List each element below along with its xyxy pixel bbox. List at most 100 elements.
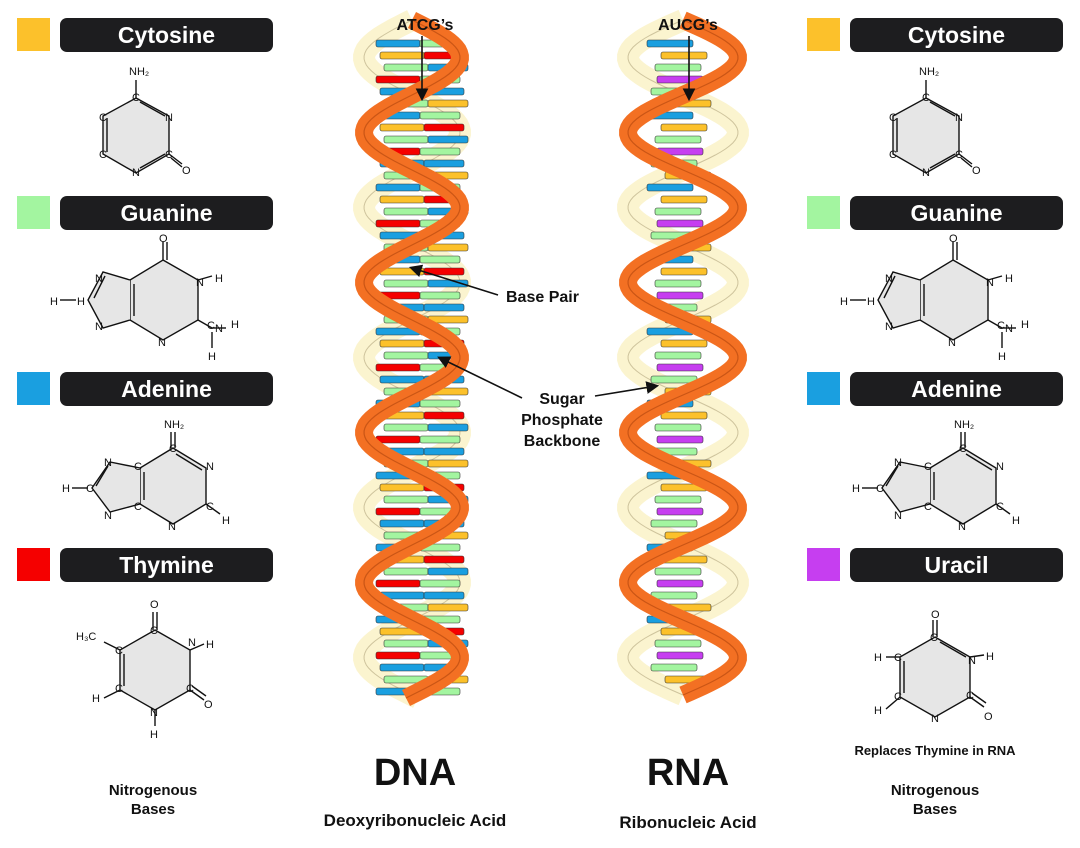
base-pair-arrow (408, 264, 499, 296)
rna-base (656, 507, 704, 516)
dna-base-pair-right (427, 603, 469, 612)
cytosine-label: Cytosine (60, 18, 273, 52)
svg-text:N: N (104, 510, 112, 522)
svg-text:C: C (207, 320, 215, 332)
dna-base-pair-left (383, 135, 429, 144)
svg-text:N: N (95, 321, 103, 333)
rna-base (646, 39, 694, 48)
rna-base (656, 291, 704, 300)
svg-text:N: N (95, 273, 103, 285)
svg-text:C: C (889, 112, 897, 124)
svg-text:H: H (874, 652, 882, 664)
dna-base-pair-left (375, 363, 421, 372)
dna-base-pair-left (375, 75, 421, 84)
svg-text:H: H (208, 351, 216, 363)
svg-text:N: N (958, 521, 966, 533)
dna-base-pair-right (423, 159, 465, 168)
rna-base (656, 579, 704, 588)
svg-text:H: H (62, 483, 70, 495)
dna-base-pair-left (375, 219, 421, 228)
dna-base-pair-right (427, 135, 469, 144)
rna-base (654, 63, 702, 72)
svg-text:C: C (894, 652, 902, 664)
dna-subtitle: Deoxyribonucleic Acid (323, 811, 507, 830)
svg-text:C: C (922, 92, 930, 104)
svg-text:NH₂: NH₂ (919, 66, 939, 78)
svg-text:H: H (222, 515, 230, 527)
guanine-swatch (17, 196, 50, 229)
svg-text:C: C (99, 112, 107, 124)
dna-base-pair-left (383, 495, 429, 504)
dna-base-pair-left (383, 207, 429, 216)
svg-text:O: O (931, 609, 940, 621)
rna-base (656, 219, 704, 228)
svg-text:H: H (986, 651, 994, 663)
left-footer: Nitrogenous Bases (88, 781, 218, 819)
dna-base-pair-right (419, 255, 461, 264)
dna-base-pair-right (419, 579, 461, 588)
dna-top-label: ATCG’s (397, 17, 454, 34)
rna-back-strand (617, 9, 749, 706)
svg-text:C: C (150, 625, 158, 637)
adenine-atoms: NH₂ C N C H N C C N N C H (62, 419, 230, 533)
dna-base-pair-left (379, 375, 425, 384)
svg-text:C: C (924, 461, 932, 473)
rna-base (654, 495, 702, 504)
dna-title: DNA (373, 752, 457, 794)
rna-base (654, 639, 702, 648)
cytosine-swatch (17, 18, 50, 51)
dna-base-pair-right (419, 435, 461, 444)
rna-base (660, 339, 708, 348)
backbone-arrow-dna (437, 356, 523, 399)
dna-base-pair-left (379, 663, 425, 672)
svg-text:C: C (134, 501, 142, 513)
dna-base-pair-right (423, 303, 465, 312)
adenine-swatch (17, 372, 50, 405)
svg-text:H: H (852, 483, 860, 495)
svg-text:NH₂: NH₂ (954, 419, 974, 431)
right-footer: Nitrogenous Bases (870, 781, 1000, 819)
dna-helix (353, 10, 471, 708)
svg-text:C: C (165, 149, 173, 161)
rna-base (654, 279, 702, 288)
svg-text:C: C (99, 149, 107, 161)
dna-base-pair-left (383, 351, 429, 360)
guanine-right-atoms: O N H C N H H N N N H H (840, 233, 1029, 363)
dna-base-pair-left (379, 483, 425, 492)
dna-base-pair-right (423, 555, 465, 564)
svg-text:C: C (955, 149, 963, 161)
svg-text:N: N (955, 112, 963, 124)
svg-text:C: C (930, 632, 938, 644)
backbone-arrow-rna (594, 381, 660, 397)
backbone-label-2: Phosphate (521, 412, 603, 429)
dna-base-pair-right (427, 99, 469, 108)
svg-text:C: C (966, 690, 974, 702)
uracil-label: Uracil (850, 548, 1063, 582)
uracil-swatch (807, 548, 840, 581)
svg-text:H: H (92, 693, 100, 705)
dna-base-pair-left (383, 279, 429, 288)
svg-text:O: O (984, 711, 993, 723)
rna-base (660, 267, 708, 276)
dna-base-pair-left (375, 579, 421, 588)
svg-text:N: N (968, 655, 976, 667)
svg-text:O: O (182, 165, 191, 177)
left-footer-line-1: Nitrogenous (108, 782, 198, 799)
dna-base-pair-right (419, 111, 461, 120)
svg-text:N: N (206, 461, 214, 473)
svg-text:N: N (885, 273, 893, 285)
svg-text:N: N (104, 457, 112, 469)
dna-base-pair-left (379, 123, 425, 132)
svg-text:O: O (949, 233, 958, 245)
svg-text:H: H (840, 296, 848, 308)
dna-base-pair-left (379, 519, 425, 528)
svg-text:O: O (972, 165, 981, 177)
svg-text:H: H (150, 729, 158, 741)
rna-back-strand-edge (627, 19, 739, 696)
svg-text:C: C (959, 443, 967, 455)
svg-text:C: C (115, 683, 123, 695)
svg-text:N: N (158, 337, 166, 349)
base-pair-label: Base Pair (506, 289, 579, 306)
svg-text:H: H (77, 296, 85, 308)
